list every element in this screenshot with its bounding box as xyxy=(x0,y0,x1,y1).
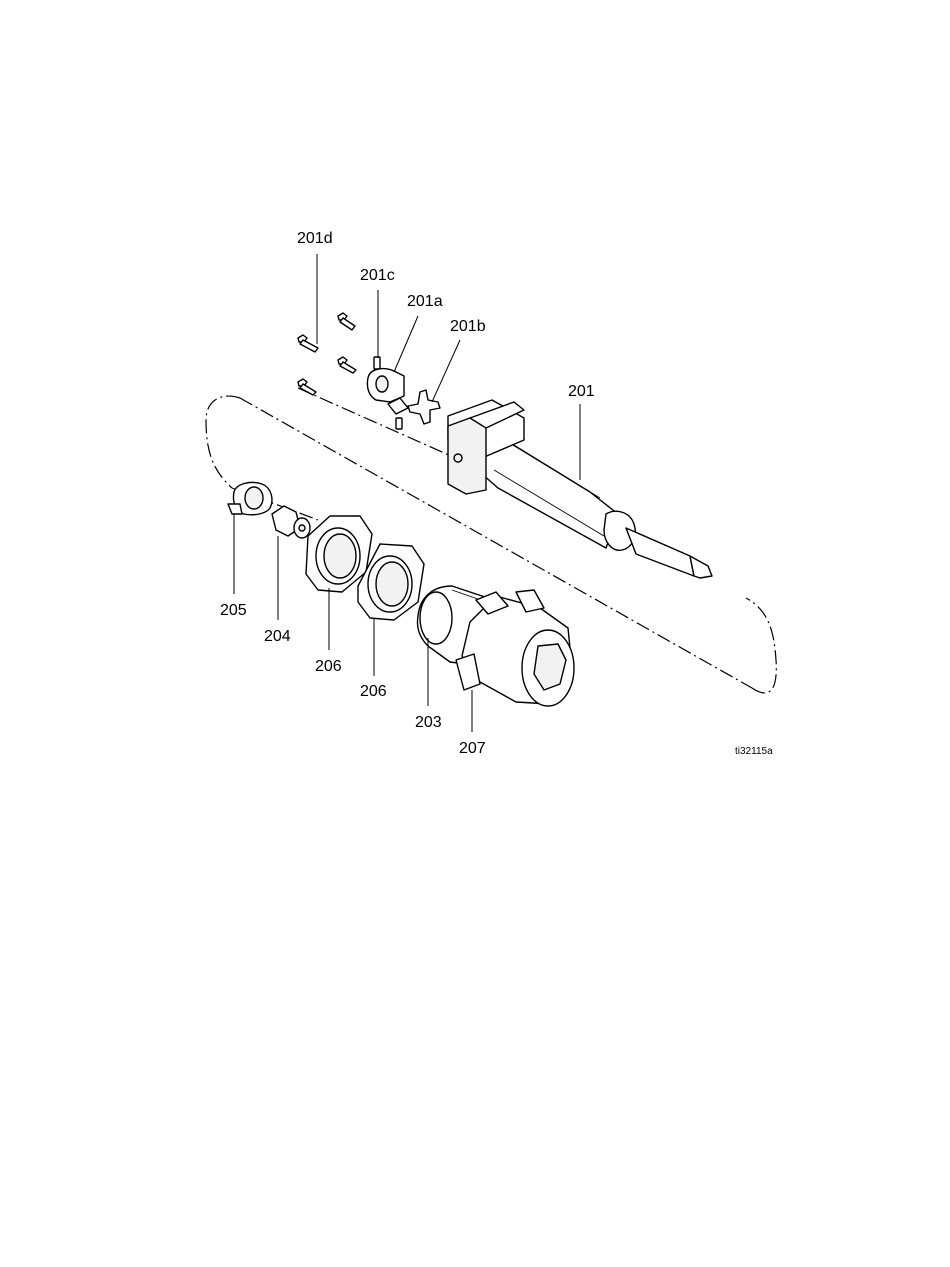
callout-207: 207 xyxy=(459,740,486,757)
callout-201: 201 xyxy=(568,383,595,400)
screw-201d-bottom-right xyxy=(338,357,356,373)
screw-201d-top-left xyxy=(298,335,318,352)
screw-201d-group xyxy=(298,313,356,395)
leader-201b xyxy=(432,340,460,402)
adapter-204 xyxy=(272,506,310,538)
callout-205: 205 xyxy=(220,602,247,619)
coupling-hub-201a xyxy=(367,369,408,414)
screw-201d-top-right xyxy=(338,313,355,330)
callout-204: 204 xyxy=(264,628,291,645)
callout-201c: 201c xyxy=(360,267,395,284)
figure-id-label: ti32115a xyxy=(735,746,773,757)
set-screw-201c-upper xyxy=(374,357,380,369)
callout-206-upper: 206 xyxy=(315,658,342,675)
callout-206-lower: 206 xyxy=(360,683,387,700)
callout-201d: 201d xyxy=(297,230,333,247)
callout-203: 203 xyxy=(415,714,442,731)
callout-201a: 201a xyxy=(407,293,443,310)
callout-201b: 201b xyxy=(450,318,486,335)
set-screw-201c-lower xyxy=(396,418,402,429)
leader-201a xyxy=(394,316,418,372)
collar-205 xyxy=(228,482,272,514)
